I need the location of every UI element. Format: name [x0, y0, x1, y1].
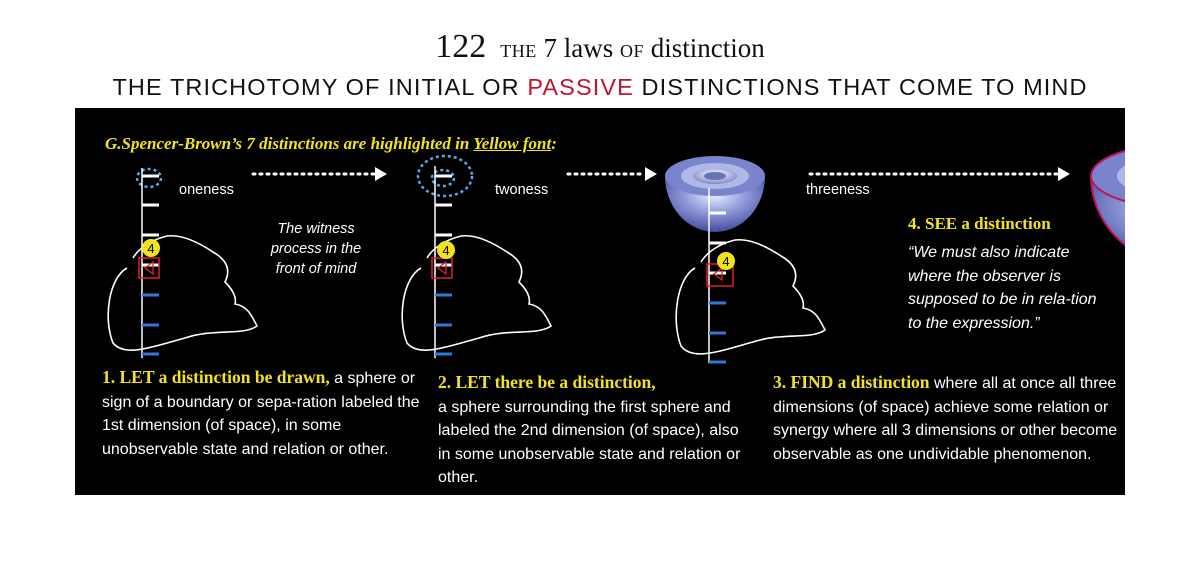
page-subtitle: THE TRICHOTOMY OF INITIAL OR PASSIVE DIS… — [0, 74, 1200, 101]
stage-label-oneness: oneness — [179, 182, 234, 198]
subtitle-after: DISTINCTIONS THAT COME TO MIND — [641, 74, 1088, 100]
book-title-prefix: THE — [500, 41, 537, 61]
note-suffix: : — [551, 134, 557, 153]
book-title-of: OF — [619, 41, 644, 61]
note-prefix: G.Spencer-Brown’s 7 distinctions are hig… — [105, 134, 470, 153]
diagram-art: 4 — [107, 149, 1125, 364]
item-let-there-be: 2. LET there be a distinction, a sphere s… — [438, 371, 753, 490]
item-let-drawn: 1. LET a distinction be drawn, a sphere … — [102, 366, 420, 461]
book-title-mid: 7 laws — [543, 33, 614, 63]
witness-caption: The witness process in the front of mind — [270, 221, 362, 277]
item-heading: 3. FIND a distinction — [773, 372, 930, 392]
see-quote: “We must also indicate where the observe… — [908, 244, 1097, 332]
figure-twoness — [401, 154, 553, 358]
subtitle-before: THE TRICHOTOMY OF INITIAL OR — [112, 74, 520, 100]
stage-label-threeness: threeness — [806, 182, 870, 198]
dotted-arrow-1 — [251, 167, 387, 181]
item-heading: 1. LET a distinction be drawn, — [102, 367, 330, 387]
dotted-arrow-3 — [808, 167, 1070, 181]
page-header: 122 THE 7 laws OF distinction — [0, 28, 1200, 66]
dotted-arrow-2 — [566, 167, 657, 181]
diagram-panel: 4 — [75, 108, 1125, 495]
item-body: a sphere surrounding the first sphere an… — [438, 398, 741, 487]
subtitle-highlight: PASSIVE — [527, 74, 634, 100]
item-body: a sphere or sign of a boundary or sepa-r… — [102, 370, 420, 458]
see-heading: 4. SEE a distinction — [908, 214, 1051, 233]
figure-oneness — [107, 167, 259, 358]
page-number: 122 — [435, 28, 487, 65]
book-title: THE 7 laws OF distinction — [500, 33, 765, 63]
item-body: where all at once all three dimensions (… — [773, 375, 1118, 463]
item-find: 3. FIND a distinction where all at once … — [773, 371, 1118, 466]
yellow-font-note: G.Spencer-Brown’s 7 distinctions are hig… — [105, 134, 557, 154]
figure-threeness — [665, 156, 827, 364]
note-link: Yellow font — [473, 134, 552, 153]
stage-label-twoness: twoness — [495, 182, 549, 198]
figure-see — [1089, 149, 1125, 247]
book-title-suffix: distinction — [650, 33, 765, 63]
item-heading: 2. LET there be a distinction, — [438, 372, 656, 392]
